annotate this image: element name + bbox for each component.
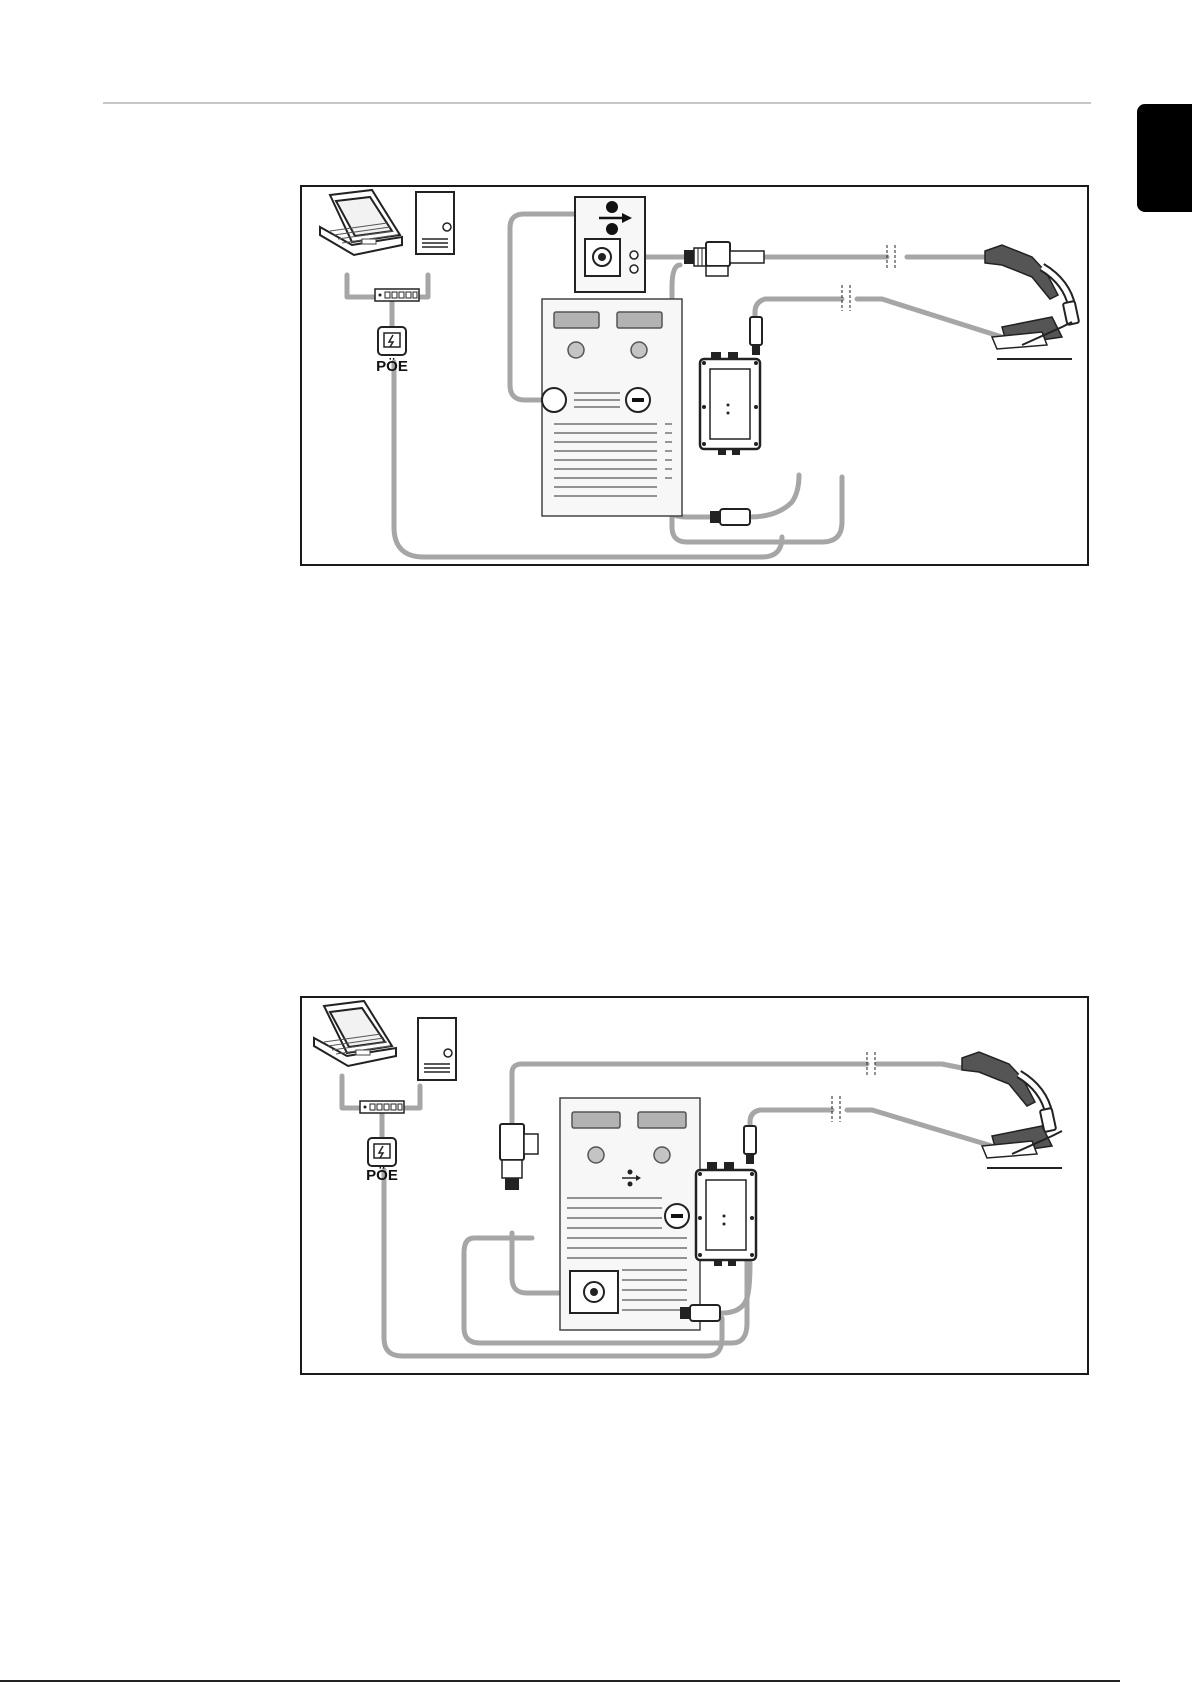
connection-diagram-1: PÖE <box>300 185 1089 566</box>
ground-clamp-icon <box>992 317 1072 359</box>
torch-sensor-adapter <box>684 242 764 276</box>
laptop-icon <box>320 190 402 255</box>
poe-injector-icon <box>378 327 406 355</box>
diagram-2-svg: PÖE <box>302 998 1087 1373</box>
connection-diagram-2: PÖE <box>300 996 1089 1375</box>
network-switch-icon <box>375 289 419 301</box>
welding-torch-icon <box>962 1052 1056 1132</box>
header-rule <box>103 102 1091 104</box>
language-tab-marker[interactable] <box>1137 104 1192 212</box>
torch-sensor-adapter <box>500 1124 538 1190</box>
poe-label: PÖE <box>366 1167 398 1184</box>
minus-cable-plug <box>710 509 750 525</box>
measurement-sensor-box <box>696 1162 756 1266</box>
welding-power-source <box>560 1098 700 1330</box>
poe-label: PÖE <box>376 358 408 375</box>
welding-torch-icon <box>985 245 1079 325</box>
ground-clamp-icon <box>982 1126 1062 1168</box>
ground-cable-plug <box>744 1126 756 1164</box>
measurement-sensor-box <box>700 352 760 455</box>
footer-rule <box>0 1680 1120 1682</box>
computer-tower-icon <box>418 1018 456 1080</box>
minus-cable-plug <box>680 1305 720 1321</box>
poe-injector-icon <box>368 1138 396 1166</box>
ground-cable-plug <box>750 317 762 355</box>
laptop-icon <box>314 1001 396 1066</box>
network-switch-icon <box>360 1101 404 1113</box>
diagram-1-svg: PÖE <box>302 187 1087 564</box>
wire-feeder-unit <box>575 197 645 292</box>
computer-tower-icon <box>416 192 454 254</box>
welding-power-source <box>542 299 682 516</box>
